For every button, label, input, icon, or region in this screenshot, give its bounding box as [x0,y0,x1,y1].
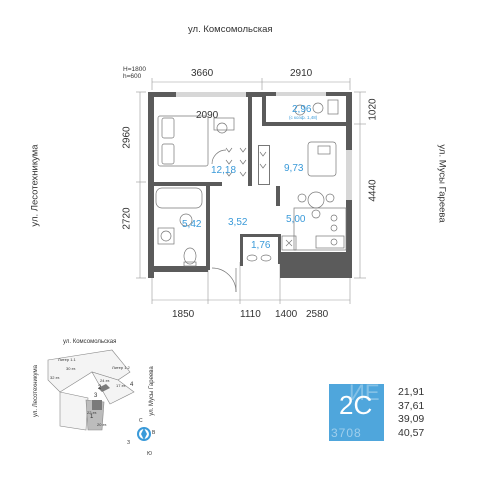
map-label-32: 32 эт. [50,375,61,380]
wall-bedroom-bottom [152,182,222,186]
map-label-24: 24 эт. [100,378,111,383]
map-label-lit12: Литер 1.2 [112,365,130,370]
partition-wardrobe [258,145,270,185]
wall-kitchen-left [276,186,280,206]
wall-bathroom-right [206,186,210,270]
room-area-balcony: 2,96 [292,104,312,115]
window-top-left [176,92,246,97]
stat-area-without-balcony: 37,61 [398,399,425,412]
room-area-balcony-note: (с коэф. 1,48) [289,115,318,120]
room-area-bathroom: 5,42 [182,219,202,230]
compass-south: Ю [147,451,153,457]
dimension-bottom-4: 2580 [306,309,329,320]
room-area-living: 9,73 [284,163,304,174]
map-number-1: 1 [90,414,94,420]
wall-closet-left [240,236,243,266]
dimension-bottom-3: 1400 [275,309,298,320]
map-number-2: 2 [98,385,102,391]
dimension-bottom-2: 1110 [240,309,261,320]
window-right [346,150,352,200]
ceiling-height-h: H=1800 [123,66,146,73]
dimension-top-left: 3660 [191,68,214,79]
wall-left [148,92,154,278]
compass-icon [137,427,151,441]
map-label-30: 30 эт. [66,366,77,371]
wall-bottom-left [148,266,208,272]
wall-balcony-bottom [262,122,346,126]
map-number-4: 4 [130,382,134,388]
street-top: ул. Комсомольская [188,24,273,35]
compass-east: В [152,430,156,436]
room-area-hall: 3,52 [228,217,248,228]
ceiling-height-low: h=600 [123,73,142,80]
stat-total-area: 40,57 [398,426,425,439]
room-area-closet: 1,76 [251,240,271,251]
area-stats: 21,91 37,61 39,09 40,57 [398,386,424,440]
apartment-type-badge: ИЕ 2С 3708 [329,380,384,441]
wall-bedroom-right [248,96,252,186]
dimension-inner-top: 2090 [196,110,219,121]
window-top-right [276,92,326,96]
badge-faint: 3708 [331,426,362,440]
stat-living-area: 21,91 [398,386,425,398]
dimension-top-right: 2910 [290,68,313,79]
map-number-3: 3 [94,393,98,399]
stat-area-with-balcony-coef: 39,09 [398,413,425,425]
badge-faint-top: ИЕ [349,380,380,405]
room-area-bedroom: 12,18 [211,165,237,176]
wall-closet-right [278,234,281,264]
compass-west: З [127,440,131,446]
wall-closet-top [240,234,280,237]
map-label-17: 17 эт. [116,383,127,388]
map-label-20: 20 эт. [97,422,108,427]
wall-balcony-left [262,96,266,126]
badge-code: 2С [339,390,373,420]
map-label-lit11: Литер 1.1 [58,357,76,362]
compass-north: С [139,418,143,424]
wall-bottom-right [280,252,352,278]
room-area-kitchen: 5,00 [286,214,306,225]
dimension-bottom-1: 1850 [172,309,195,320]
map-label-22: 22 эт. [87,410,98,415]
map-street-top: ул. Комсомольская [63,339,117,345]
